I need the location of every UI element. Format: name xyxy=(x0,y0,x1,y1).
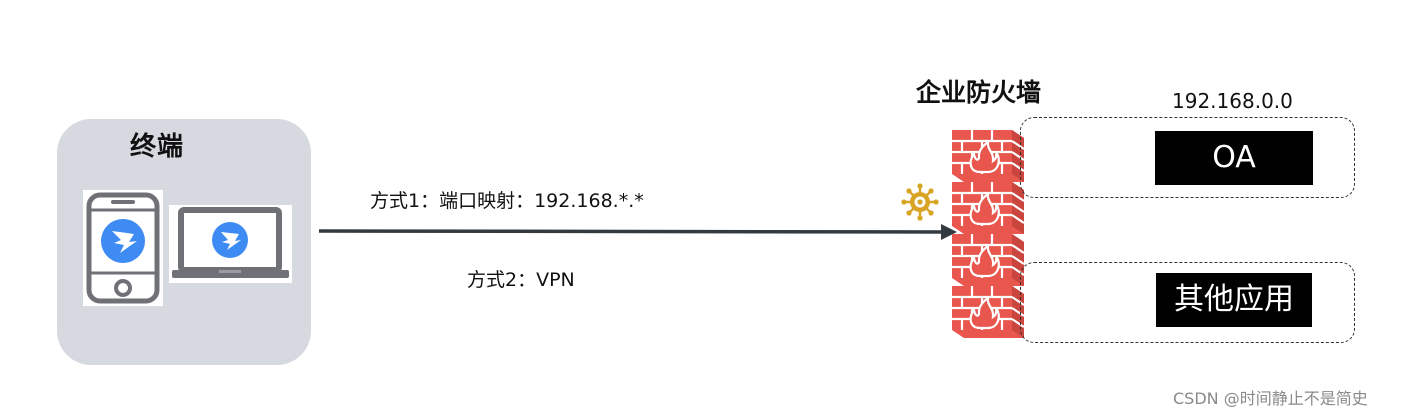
oa-app-box: OA xyxy=(1155,131,1313,185)
oa-zone xyxy=(1020,117,1355,198)
other-apps-zone xyxy=(1020,262,1355,343)
terminal-title: 终端 xyxy=(129,132,184,162)
laptop-device xyxy=(169,205,292,283)
dingtalk-laptop-icon xyxy=(172,207,289,278)
subnet-label: 192.168.0.0 xyxy=(1172,89,1293,113)
phone-device xyxy=(83,190,163,306)
route-label-vpn: 方式2：VPN xyxy=(467,269,575,291)
dingtalk-phone-icon xyxy=(86,192,160,304)
other-apps-box: 其他应用 xyxy=(1156,273,1312,327)
connection-arrow xyxy=(318,224,957,240)
route-label-port-mapping: 方式1：端口映射：192.168.*.* xyxy=(370,190,644,212)
brick-firewall-icon xyxy=(952,128,1026,340)
watermark: CSDN @时间静止不是简史 xyxy=(1173,389,1368,408)
virus-icon xyxy=(901,183,939,221)
firewall-title: 企业防火墙 xyxy=(916,78,1042,107)
